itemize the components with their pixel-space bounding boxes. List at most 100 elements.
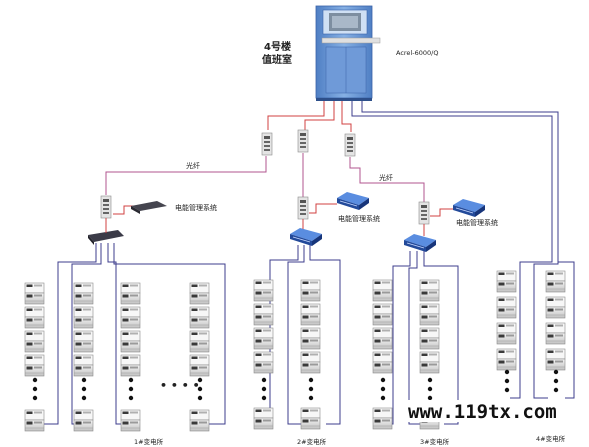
ellipsis-dot — [308, 395, 314, 401]
converter-1 — [261, 132, 273, 156]
sub1-pc-link — [113, 205, 136, 215]
ellipsis-dot — [32, 386, 38, 392]
ellipsis-dot — [32, 395, 38, 401]
meter-cap — [120, 354, 141, 366]
power-meter — [189, 316, 210, 329]
building-label: 4号楼 — [264, 40, 291, 53]
ellipsis-dot — [197, 386, 203, 392]
power-meter — [496, 332, 517, 345]
meter-cap — [300, 279, 321, 291]
sub1-management-pc — [131, 201, 167, 214]
power-meter — [120, 364, 141, 377]
power-meter — [189, 340, 210, 353]
power-meter — [372, 337, 393, 350]
duty-room-label: 值班室 — [262, 53, 292, 66]
power-meter — [253, 289, 274, 302]
meter-cap — [300, 407, 321, 419]
sub3-converter — [418, 201, 430, 225]
power-meter — [73, 364, 94, 377]
meter-cap — [24, 282, 45, 294]
ellipsis-dot — [380, 395, 386, 401]
power-meter — [545, 280, 566, 293]
power-meter — [300, 313, 321, 326]
meter-cap — [73, 330, 94, 342]
power-meter — [24, 364, 45, 377]
ellipsis-dot — [81, 377, 87, 383]
power-meter — [496, 358, 517, 371]
ellipsis-dot — [261, 386, 267, 392]
meter-cap — [24, 354, 45, 366]
converter-3 — [344, 133, 356, 157]
meter-cap — [189, 282, 210, 294]
meter-cap — [496, 322, 517, 334]
ellipsis-dots — [32, 369, 559, 401]
sub1-converter — [100, 195, 112, 219]
power-meter — [253, 417, 274, 430]
meter-cap — [189, 306, 210, 318]
power-meter — [545, 332, 566, 345]
meter-cap — [545, 322, 566, 334]
meter-cap — [372, 279, 393, 291]
meter-cap — [496, 348, 517, 360]
power-meter — [24, 292, 45, 305]
power-meter — [73, 419, 94, 432]
power-meter — [189, 292, 210, 305]
converter-2 — [297, 129, 309, 153]
meter-cap — [372, 303, 393, 315]
fiber-lines — [105, 153, 425, 202]
ellipsis-dot — [197, 377, 203, 383]
meter-cap — [120, 409, 141, 421]
power-meter — [300, 361, 321, 374]
meter-cap — [300, 327, 321, 339]
ellipsis-dot — [380, 386, 386, 392]
meter-cap — [419, 303, 440, 315]
meter-cap — [253, 279, 274, 291]
sub3-device-link — [430, 208, 453, 217]
power-meter — [419, 313, 440, 326]
ellipsis-dot — [427, 377, 433, 383]
power-meter — [253, 313, 274, 326]
power-meter — [24, 340, 45, 353]
system-label-3: 电能管理系统 — [456, 218, 498, 227]
meter-cap — [372, 407, 393, 419]
server-cables — [267, 101, 559, 252]
power-meter — [189, 364, 210, 377]
power-meter — [120, 419, 141, 432]
power-meter — [73, 316, 94, 329]
ellipsis-dot — [261, 395, 267, 401]
power-meter — [372, 361, 393, 374]
ellipsis-dot — [81, 386, 87, 392]
power-meter — [189, 419, 210, 432]
meter-cap — [419, 279, 440, 291]
meter-cap — [496, 296, 517, 308]
fiber-label-2: 光纤 — [379, 173, 393, 182]
server-cabinet — [315, 5, 381, 101]
sub2-gateway — [289, 227, 323, 247]
power-meter — [372, 289, 393, 302]
power-meter — [496, 280, 517, 293]
meter-cap — [73, 409, 94, 421]
power-meter — [73, 340, 94, 353]
power-meter — [419, 337, 440, 350]
meter-cap — [120, 282, 141, 294]
ellipsis-dot — [427, 386, 433, 392]
ellipsis-dot — [197, 395, 203, 401]
power-meter — [300, 417, 321, 430]
sub3-management-device — [452, 198, 486, 218]
sub2-converter — [297, 196, 309, 220]
ellipsis-dot — [504, 369, 510, 375]
meter-cap — [372, 351, 393, 363]
meter-cap — [496, 270, 517, 282]
ellipsis-dot — [427, 395, 433, 401]
meter-cap — [120, 306, 141, 318]
meter-cap — [372, 327, 393, 339]
ellipsis-dot — [128, 386, 134, 392]
power-meter — [372, 313, 393, 326]
power-meter — [120, 292, 141, 305]
meter-cap — [24, 409, 45, 421]
meter-cap — [300, 351, 321, 363]
ellipsis-dot — [261, 377, 267, 383]
substation-3-label: 3#变电所 — [420, 437, 450, 446]
fiber-label-1: 光纤 — [186, 161, 200, 170]
